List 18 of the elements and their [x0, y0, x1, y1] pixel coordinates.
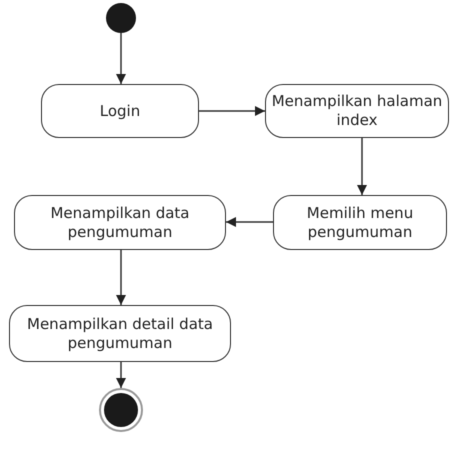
action-label: Menampilkan data pengumuman [49, 204, 190, 242]
action-box [273, 195, 447, 250]
action-box [9, 305, 231, 362]
arrow [199, 106, 265, 116]
action-label: Login [100, 102, 140, 120]
final-node [99, 388, 143, 432]
arrow [116, 250, 126, 305]
arrow [226, 217, 273, 227]
arrow [116, 33, 126, 84]
initial-node [106, 3, 136, 33]
action-box [14, 195, 226, 250]
arrow [357, 138, 367, 195]
arrow [116, 362, 126, 388]
action-box [41, 84, 199, 138]
action-box [265, 84, 449, 138]
action-label: Memilih menu pengumuman [306, 204, 414, 242]
action-label: Menampilkan halaman index [270, 92, 444, 130]
action-label: Menampilkan detail data pengumuman [26, 314, 214, 352]
